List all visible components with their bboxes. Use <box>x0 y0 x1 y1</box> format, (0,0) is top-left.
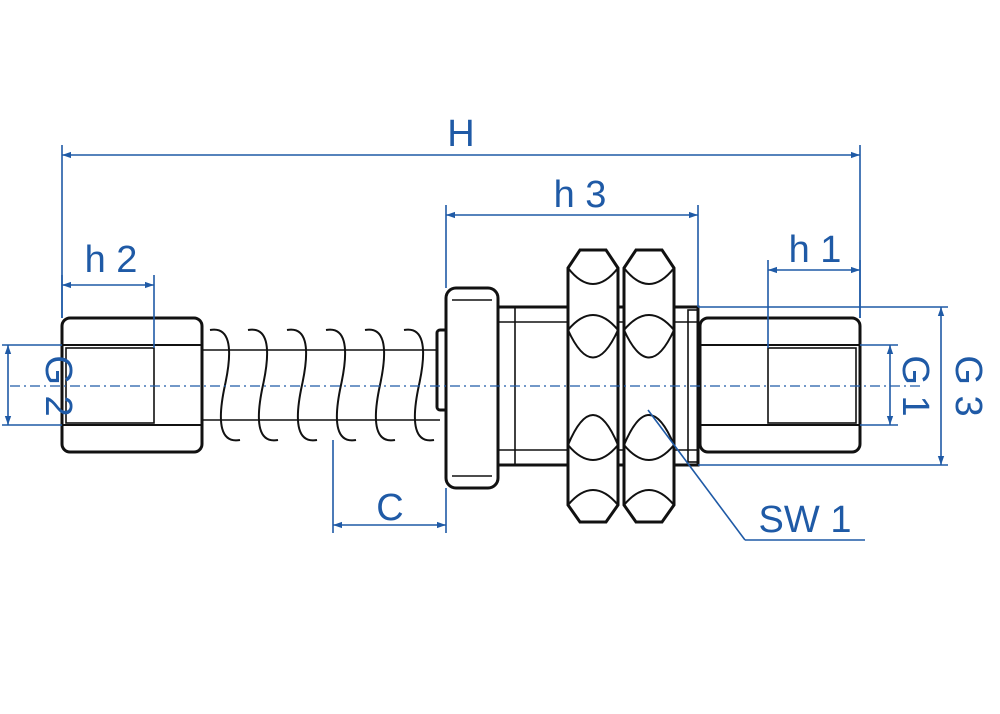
dimension-G2-label: G 2 <box>37 355 79 416</box>
dimension-h2: h 2 <box>61 239 155 348</box>
dimension-G3-label: G 3 <box>947 355 989 416</box>
dimension-G2: G 2 <box>2 344 79 426</box>
dimension-h2-label: h 2 <box>85 239 138 281</box>
spring <box>202 328 451 442</box>
part-assembly <box>10 248 920 524</box>
right-hex-coupling <box>698 316 862 454</box>
flange-washer <box>444 286 500 490</box>
dimension-h1: h 1 <box>767 229 861 348</box>
dimension-C: C <box>332 440 447 533</box>
dimension-G1-label: G 1 <box>894 355 936 416</box>
dimension-h1-label: h 1 <box>789 229 842 271</box>
dimension-C-label: C <box>376 487 403 529</box>
dimension-h3: h 3 <box>445 174 699 307</box>
dimension-H-label: H <box>447 113 474 155</box>
hex-nut-2 <box>622 248 676 524</box>
dimension-SW1: SW 1 <box>647 409 865 541</box>
dimension-G1: G 1 <box>860 344 936 426</box>
dimension-h3-label: h 3 <box>554 174 607 216</box>
dimension-G3: G 3 <box>698 306 989 466</box>
left-hex-coupling <box>60 316 204 454</box>
dimensions: H h 3 h 2 h 1 G 2 <box>2 113 989 541</box>
dimension-SW1-label: SW 1 <box>759 499 852 541</box>
